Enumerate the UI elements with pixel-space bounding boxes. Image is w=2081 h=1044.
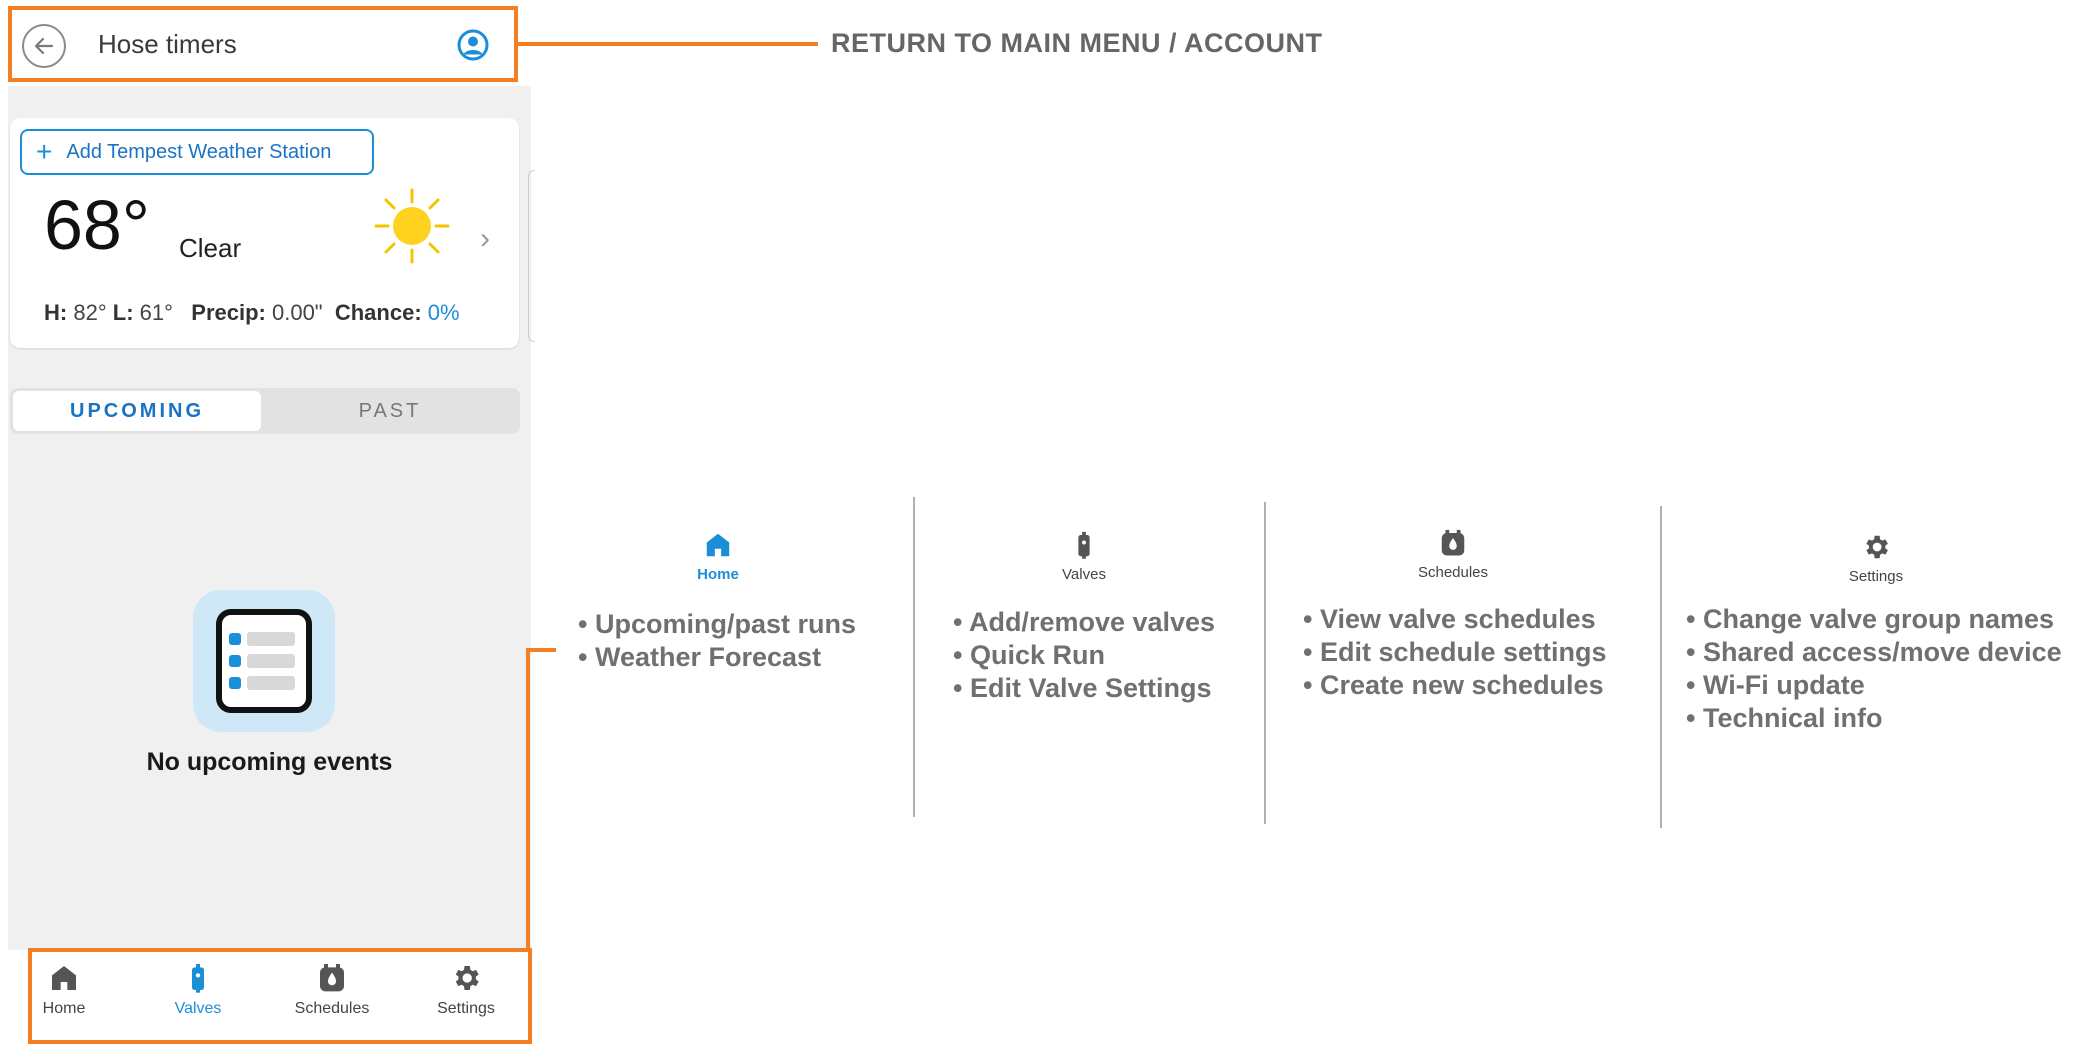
current-temperature: 68° [44,186,150,264]
precip-label: Precip: [191,300,266,325]
column-settings-label: Settings [1848,568,1904,585]
add-weather-station-button[interactable]: + Add Tempest Weather Station [20,129,374,175]
header-highlight-box [8,6,518,82]
precip-value: 0.00" [271,300,323,325]
empty-state-text: No upcoming events [146,748,393,776]
list-item: View valve schedules [1303,603,1607,636]
account-icon[interactable] [456,28,490,62]
add-weather-station-label: Add Tempest Weather Station [66,140,332,163]
sun-icon [374,188,450,264]
chevron-right-icon[interactable]: › [480,222,490,255]
chance-label: Chance: [334,300,422,325]
column-valves-bullets: Add/remove valves Quick Run Edit Valve S… [953,606,1215,705]
list-item: Create new schedules [1303,669,1607,702]
low-label: L: [112,300,134,325]
list-item: Change valve group names [1686,603,2062,636]
app-header [8,8,531,86]
list-item: Upcoming/past runs [578,608,856,641]
list-item: Edit schedule settings [1303,636,1607,669]
tab-past[interactable]: PAST [358,399,422,422]
home-icon [706,533,730,557]
schedule-icon [1441,529,1465,556]
column-valves-header: Valves [1034,530,1134,583]
arrow-left-icon [34,37,54,55]
high-temp: 82° [73,300,107,325]
header-callout-line [518,42,818,46]
column-divider [913,497,915,817]
weather-condition: Clear [179,233,242,263]
low-temp: 61° [139,300,173,325]
column-divider [1660,506,1662,828]
list-item: Edit Valve Settings [953,672,1215,705]
valve-icon [192,964,204,993]
chance-value: 0% [427,300,460,325]
column-schedules-header: Schedules [1398,528,1508,581]
nav-settings[interactable]: Settings [411,962,521,1018]
list-item: Weather Forecast [578,641,856,674]
column-home-header: Home [668,530,768,583]
tab-upcoming[interactable]: UPCOMING [13,391,261,431]
header-callout-text: RETURN TO MAIN MENU / ACCOUNT [831,28,1323,58]
nav-valves[interactable]: Valves [143,962,253,1018]
back-button[interactable] [22,24,66,68]
weather-stats: H: 82° L: 61° Precip: 0.00" Chance: 0% [44,300,460,326]
column-divider [1264,502,1266,824]
nav-highlight-box [28,948,532,1044]
column-settings-header: Settings [1826,532,1926,585]
nav-schedules[interactable]: Schedules [277,962,387,1018]
column-settings-bullets: Change valve group names Shared access/m… [1686,603,2062,735]
list-item: Shared access/move device [1686,636,2062,669]
column-home-bullets: Upcoming/past runs Weather Forecast [578,608,856,674]
nav-callout-line-horizontal [526,648,556,652]
list-icon [216,609,312,713]
weather-card[interactable] [10,118,519,348]
page-title: Hose timers [98,29,237,59]
column-home-label: Home [697,566,739,583]
carousel-edge [528,170,535,342]
nav-valves-label: Valves [174,1000,222,1017]
event-list-illustration [193,590,335,732]
column-valves-label: Valves [1062,566,1106,583]
gear-icon [1866,535,1888,559]
list-item: Technical info [1686,702,2062,735]
list-item: Quick Run [953,639,1215,672]
column-schedules-label: Schedules [1417,564,1489,581]
nav-callout-line-vertical [526,648,530,950]
nav-schedules-label: Schedules [294,1000,370,1017]
nav-settings-label: Settings [437,1000,495,1017]
schedule-icon [320,964,344,992]
high-label: H: [44,300,68,325]
bottom-nav [8,950,531,1034]
gear-icon [455,966,479,990]
valve-icon [1078,531,1090,559]
nav-home[interactable]: Home [9,962,119,1018]
home-icon [52,966,76,990]
nav-home-label: Home [42,1000,86,1017]
plus-icon: + [36,136,53,167]
list-item: Add/remove valves [953,606,1215,639]
list-item: Wi-Fi update [1686,669,2062,702]
column-schedules-bullets: View valve schedules Edit schedule setti… [1303,603,1607,702]
